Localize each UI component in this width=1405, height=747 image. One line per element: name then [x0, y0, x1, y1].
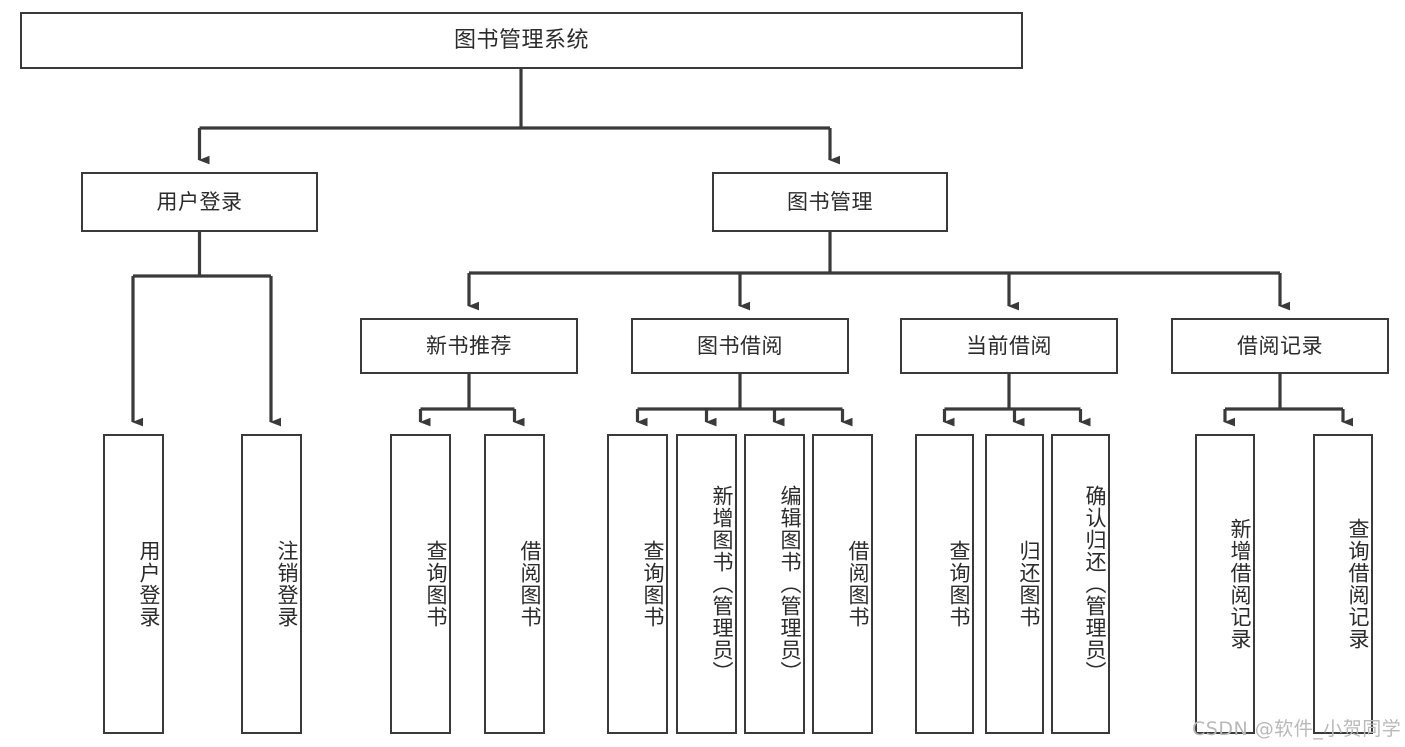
- leaf-add-borrow-record[interactable]: 新增借阅记录: [1195, 434, 1255, 734]
- leaf-borrow-book-borrow[interactable]: 借阅图书: [812, 434, 873, 734]
- node-book-manage[interactable]: 图书管理: [712, 172, 948, 232]
- node-label: 图书借阅: [697, 333, 783, 358]
- csdn-watermark: CSDN @软件_小贺同学: [1192, 718, 1402, 740]
- node-label: 归还图书: [1017, 540, 1041, 628]
- node-label: 图书管理: [787, 189, 873, 214]
- leaf-query-book-borrow[interactable]: 查询图书: [607, 434, 668, 734]
- leaf-confirm-return-admin[interactable]: 确认归还（管理员）: [1051, 434, 1110, 734]
- leaf-query-book-current[interactable]: 查询图书: [915, 434, 974, 734]
- node-label: 图书管理系统: [453, 27, 589, 53]
- node-current-borrow[interactable]: 当前借阅: [900, 318, 1118, 374]
- node-book-borrow[interactable]: 图书借阅: [631, 318, 849, 374]
- node-label: 编辑图书（管理员）: [778, 485, 802, 683]
- leaf-add-book-admin[interactable]: 新增图书（管理员）: [676, 434, 737, 734]
- node-label: 新增图书（管理员）: [710, 485, 734, 683]
- leaf-return-book[interactable]: 归还图书: [985, 434, 1044, 734]
- node-label: 查询图书: [641, 540, 665, 628]
- node-label: 借阅图书: [846, 540, 870, 628]
- node-root-system[interactable]: 图书管理系统: [20, 12, 1023, 69]
- node-label: 查询图书: [424, 540, 448, 628]
- node-label: 新书推荐: [426, 333, 512, 358]
- node-label: 用户登录: [156, 189, 243, 214]
- node-label: 查询图书: [947, 540, 971, 628]
- node-label: 当前借阅: [966, 333, 1052, 358]
- node-new-book-recommend[interactable]: 新书推荐: [360, 318, 578, 374]
- leaf-borrow-book-recommend[interactable]: 借阅图书: [484, 434, 545, 734]
- node-label: 注销登录: [275, 540, 299, 628]
- node-borrow-record[interactable]: 借阅记录: [1171, 318, 1389, 374]
- leaf-logout-login[interactable]: 注销登录: [241, 434, 302, 734]
- leaf-user-login[interactable]: 用户登录: [103, 434, 164, 734]
- node-label: 确认归还（管理员）: [1083, 485, 1107, 683]
- leaf-query-borrow-record[interactable]: 查询借阅记录: [1313, 434, 1373, 734]
- node-label: 新增借阅记录: [1228, 518, 1252, 650]
- node-label: 借阅图书: [518, 540, 542, 628]
- node-label: 借阅记录: [1237, 333, 1323, 358]
- node-label: 查询借阅记录: [1346, 518, 1370, 650]
- leaf-query-book-recommend[interactable]: 查询图书: [390, 434, 451, 734]
- leaf-edit-book-admin[interactable]: 编辑图书（管理员）: [744, 434, 805, 734]
- node-label: 用户登录: [137, 540, 161, 628]
- node-user-login[interactable]: 用户登录: [81, 172, 318, 232]
